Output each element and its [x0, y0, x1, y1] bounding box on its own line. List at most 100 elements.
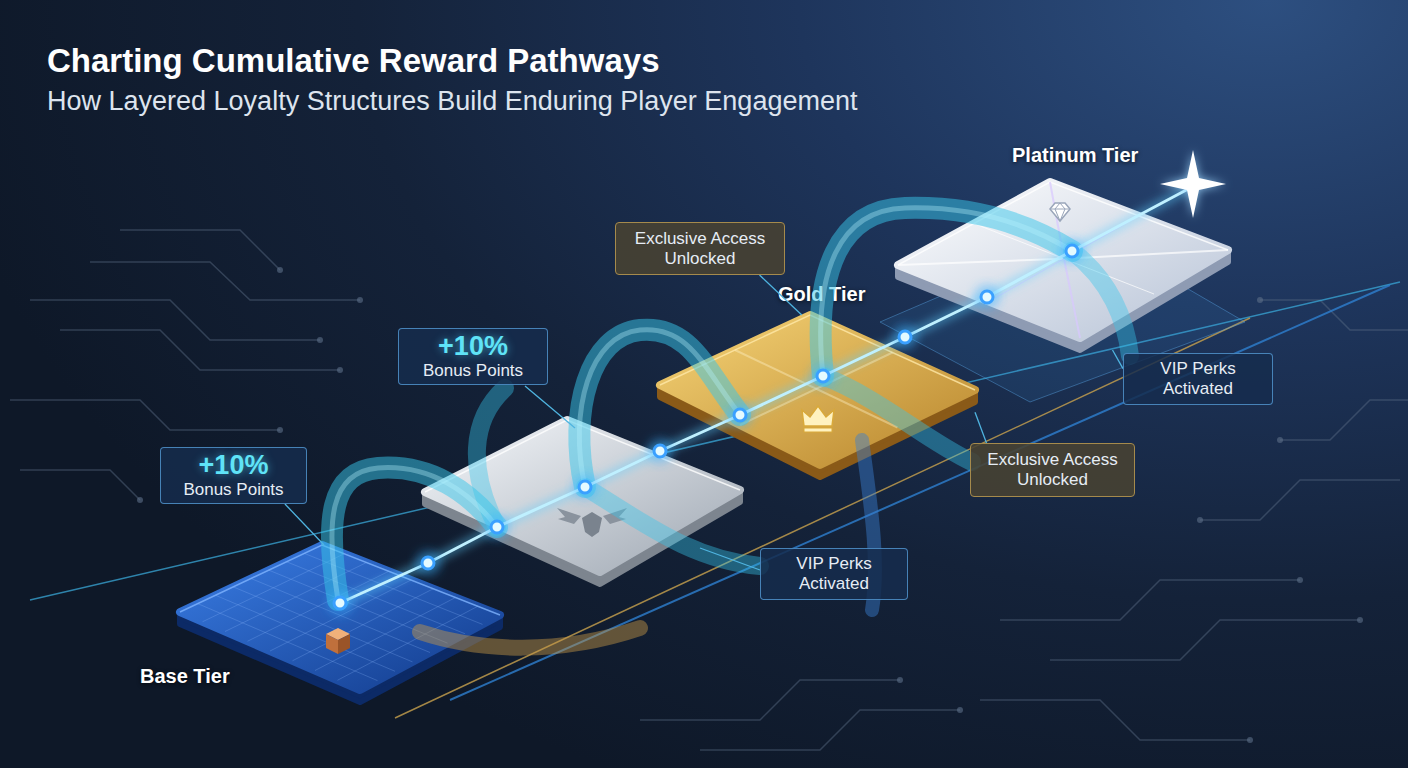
- dot-glow: [892, 324, 918, 350]
- circuit-pad: [1277, 437, 1283, 443]
- circuit-pad: [277, 267, 283, 273]
- tile-grid: [293, 589, 434, 661]
- callout-box: Exclusive Access Unlocked: [615, 222, 785, 275]
- tile-seam: [735, 350, 898, 428]
- circuit-traces: [10, 230, 1408, 750]
- circuit-trace: [120, 230, 280, 270]
- pathway-tube: [585, 487, 760, 566]
- tier-label: Platinum Tier: [1012, 144, 1138, 167]
- diamond-icon: [1050, 203, 1070, 221]
- tier-tile: Base Tier: [180, 545, 500, 702]
- circuit-pad: [317, 337, 323, 343]
- tile-rim: [660, 315, 975, 390]
- circuit-trace: [1050, 620, 1360, 660]
- tile-grid: [315, 598, 456, 671]
- light-ray: [989, 259, 1064, 302]
- path-dot: [579, 481, 591, 493]
- bonus-value: +10%: [199, 451, 269, 480]
- circuit-trace: [1260, 300, 1408, 330]
- tier-label: Base Tier: [140, 665, 230, 688]
- circuit-pad: [1247, 737, 1253, 743]
- light-ray: [1064, 259, 1080, 338]
- circuit-pad: [1197, 517, 1203, 523]
- tier-tile: Platinum Tier: [898, 182, 1228, 350]
- circuit-trace: [980, 700, 1250, 740]
- callout-box: Exclusive Access Unlocked: [970, 443, 1135, 497]
- tile-shape: [660, 315, 975, 477]
- callout-box: +10%Bonus Points: [160, 447, 307, 504]
- callout-box: VIP Perks Activated: [1123, 353, 1273, 405]
- silver-tile: [425, 420, 740, 572]
- light-ray: [1064, 250, 1228, 259]
- circuit-pad: [1257, 297, 1263, 303]
- callout-text: Bonus Points: [183, 480, 283, 500]
- tier-tile: Gold Tier: [660, 315, 975, 477]
- circuit-trace: [90, 262, 360, 300]
- circuit-pad: [1297, 577, 1303, 583]
- dot-glow: [647, 438, 673, 464]
- callout-text: Bonus Points: [423, 361, 523, 381]
- callout-text: VIP Perks Activated: [767, 554, 901, 594]
- path-dot: [491, 521, 503, 533]
- tile-grid: [287, 562, 466, 634]
- path-dot: [899, 331, 911, 343]
- circuit-trace: [30, 300, 320, 340]
- tile-top: [898, 182, 1228, 338]
- crown-icon: [802, 406, 834, 426]
- tile-top: [660, 315, 975, 465]
- tile-grid: [338, 606, 478, 680]
- light-ray: [1050, 182, 1064, 259]
- tile-grid: [304, 553, 482, 624]
- pathway-tube: [477, 388, 505, 527]
- diagram-title: Charting Cumulative Reward Pathways: [47, 42, 659, 80]
- light-ray: [974, 224, 1064, 259]
- box-icon: [326, 634, 338, 654]
- tile-shape: [898, 182, 1228, 350]
- wing-emblem: [557, 508, 581, 524]
- callout-text: Exclusive Access Unlocked: [622, 229, 778, 269]
- leader-line: [285, 504, 324, 545]
- circuit-pad: [357, 297, 363, 303]
- circuit-pad: [1357, 617, 1363, 623]
- circuit-trace: [1000, 580, 1300, 620]
- tile-grid: [269, 570, 448, 643]
- leader-line: [1113, 350, 1124, 369]
- subtitle: How Layered Loyalty Structures Build End…: [47, 86, 857, 117]
- bonus-value: +10%: [438, 332, 508, 361]
- path-dot: [654, 445, 666, 457]
- leader-line: [975, 412, 987, 443]
- crown-icon: [804, 428, 832, 432]
- circuit-trace: [1280, 400, 1408, 440]
- circuit-pad: [957, 707, 963, 713]
- light-ray: [1064, 259, 1154, 294]
- tier-label: Gold Tier: [778, 283, 865, 306]
- box-icon: [338, 634, 350, 654]
- callout-box: +10%Bonus Points: [398, 328, 548, 385]
- path-dot: [422, 557, 434, 569]
- sparkle-glow: [1160, 150, 1226, 218]
- callout-box: VIP Perks Activated: [760, 548, 908, 600]
- circuit-trace: [20, 470, 140, 500]
- leader-line: [525, 386, 575, 428]
- leader-line: [700, 548, 760, 570]
- callout-text: VIP Perks Activated: [1130, 359, 1266, 399]
- wing-emblem: [603, 508, 627, 524]
- circuit-pad: [897, 677, 903, 683]
- wing-emblem: [582, 512, 602, 537]
- dot-glow: [572, 474, 598, 500]
- light-ray: [898, 259, 1064, 265]
- circuit-pads: [137, 267, 1363, 743]
- tile-rim: [898, 182, 1228, 265]
- light-ray: [1064, 216, 1139, 259]
- circuit-trace: [700, 710, 960, 750]
- circuit-trace: [60, 330, 340, 370]
- circuit-pad: [137, 497, 143, 503]
- silver-tile-side: [425, 490, 740, 584]
- silver-tile-rim: [425, 420, 740, 492]
- callout-text: Exclusive Access Unlocked: [977, 450, 1128, 490]
- accent-line: [450, 285, 1390, 700]
- diamond-icon: [1050, 203, 1070, 221]
- circuit-pad: [277, 427, 283, 433]
- circuit-trace: [1200, 480, 1400, 520]
